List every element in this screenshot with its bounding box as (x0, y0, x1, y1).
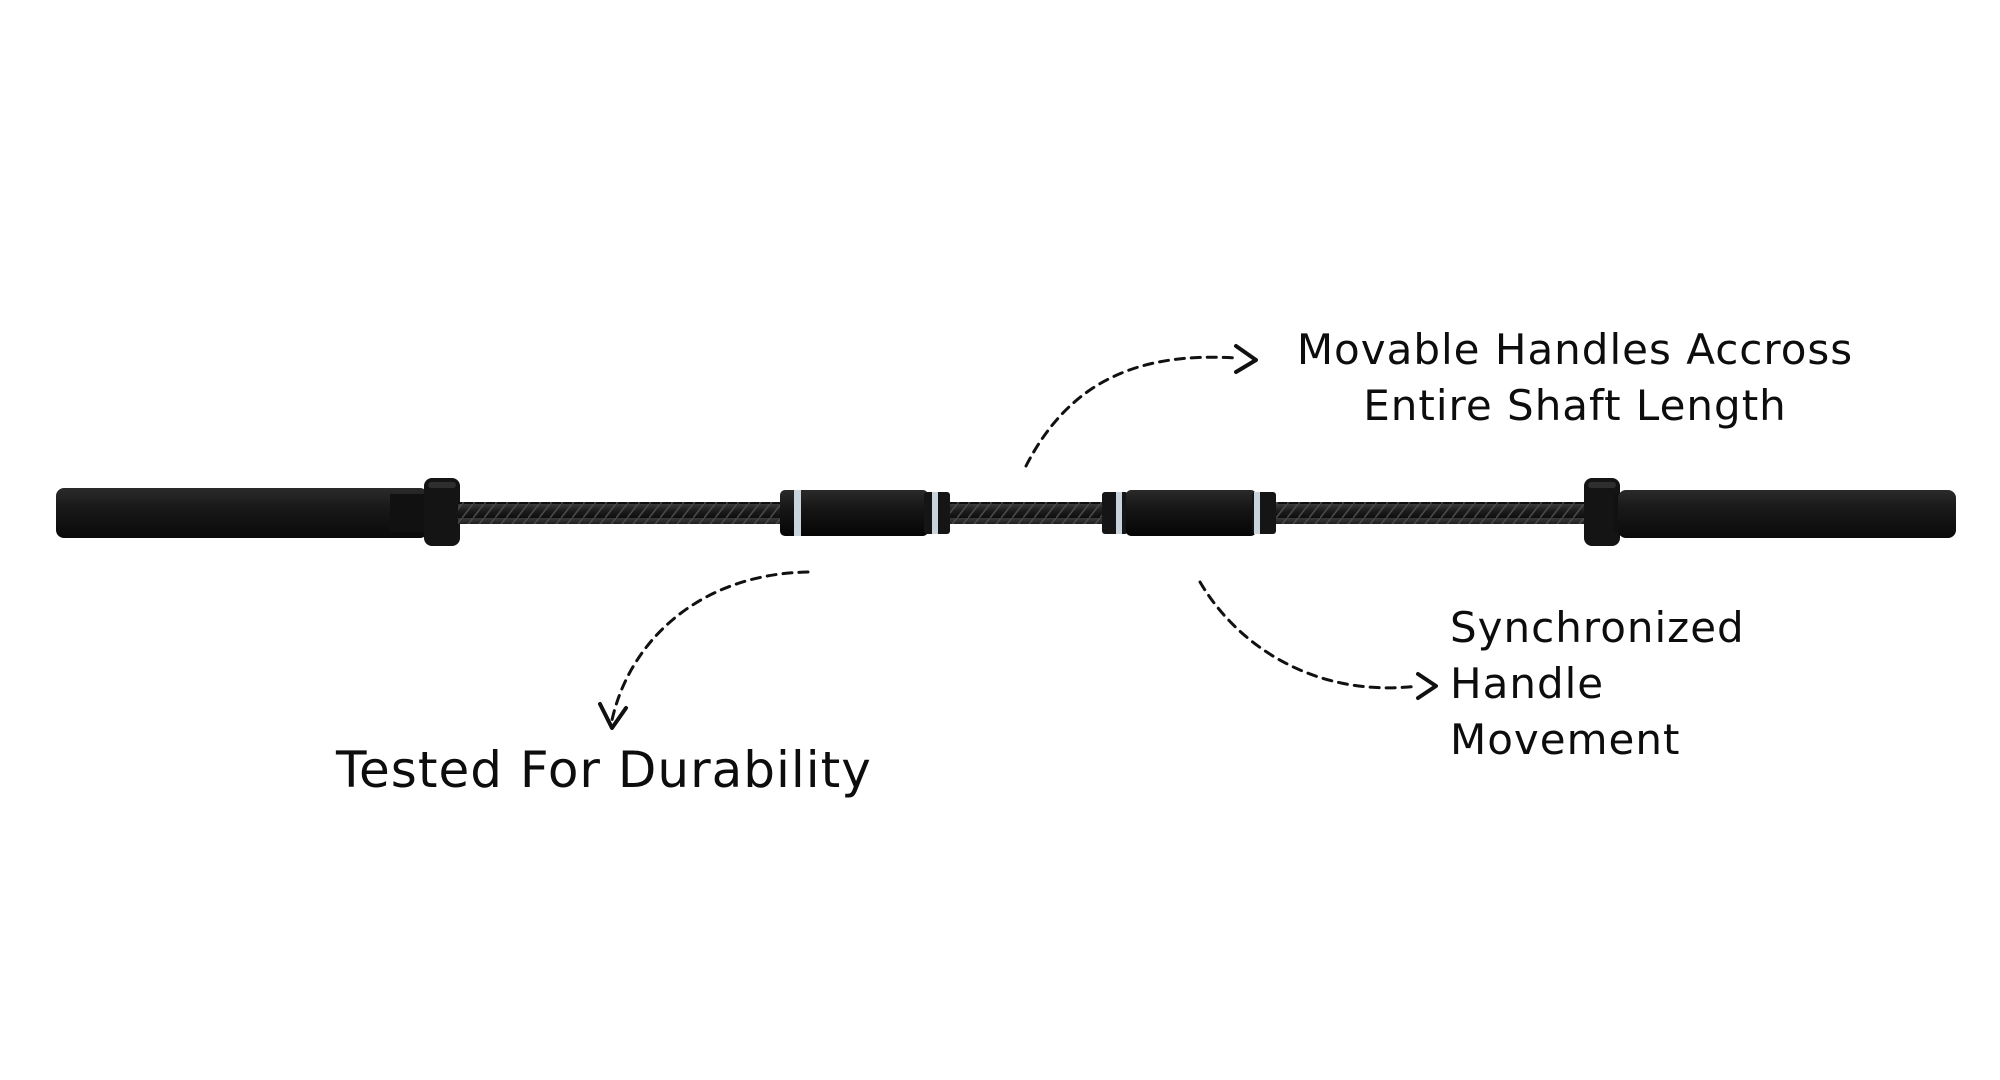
synchronized-line-1: Synchronized (1450, 603, 1745, 652)
movable-handles-line-2: Entire Shaft Length (1363, 381, 1787, 430)
dashed-curved-arrow-icon (1234, 344, 1258, 374)
movable-handles-line-1: Movable Handles Accross (1296, 325, 1854, 374)
right-sleeve (1614, 490, 1956, 538)
synchronized-line-3: Movement (1450, 715, 1681, 764)
right-handle (1102, 490, 1276, 536)
arrow-to-movable-handles (1024, 355, 1238, 468)
left-collar (424, 478, 460, 546)
synchronized-line-2: Handle (1450, 659, 1605, 708)
dashed-curved-arrow-icon (1416, 672, 1438, 700)
bar-shaft (458, 502, 1586, 524)
arrow-to-durability (610, 570, 810, 722)
left-handle (780, 490, 950, 536)
durability-callout: Tested For Durability (336, 741, 872, 799)
dashed-curved-arrow-icon (598, 702, 628, 730)
left-sleeve (56, 488, 430, 538)
right-collar (1584, 478, 1620, 546)
arrow-to-synchronized (1198, 580, 1420, 690)
synchronized-handle-callout: Synchronized Handle Movement (1450, 600, 1745, 768)
movable-handles-callout: Movable Handles Accross Entire Shaft Len… (1190, 322, 1960, 434)
